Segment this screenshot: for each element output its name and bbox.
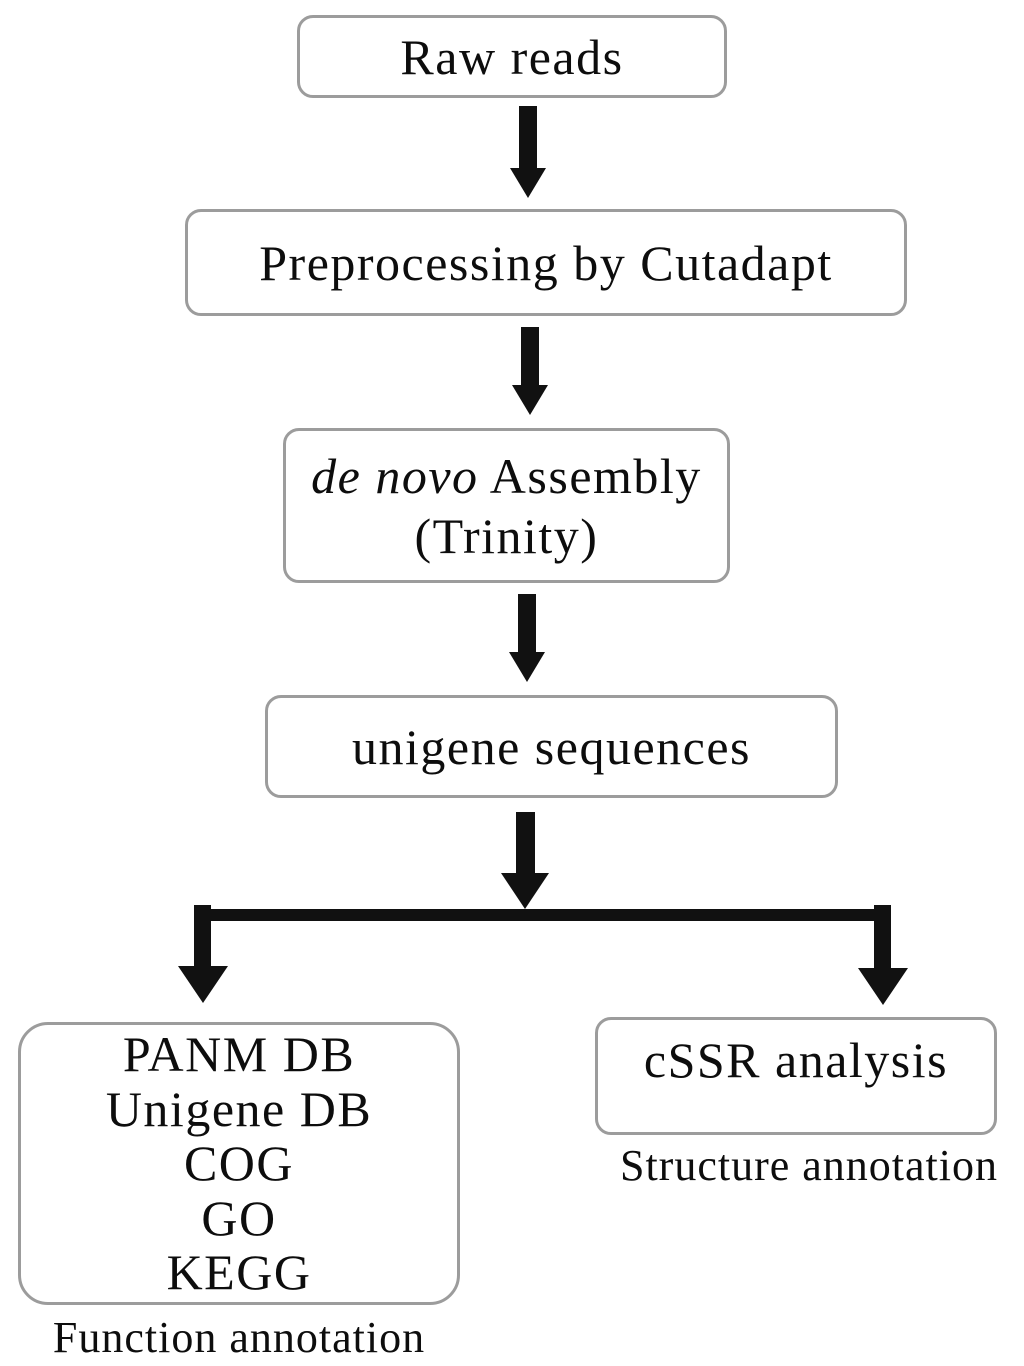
arrow-head-left-icon	[178, 966, 228, 1003]
arrow-head	[512, 385, 548, 415]
arrow-head	[509, 652, 545, 682]
arrow-head	[510, 168, 546, 198]
arrow-stem	[515, 812, 535, 873]
node-unigene-label: unigene sequences	[352, 718, 751, 775]
assembly-line2: (Trinity)	[414, 507, 599, 564]
assembly-line1: de novo Assembly	[311, 446, 702, 506]
db-line-go: GO	[201, 1189, 277, 1246]
arrow-stem	[519, 106, 537, 168]
db-line-kegg: KEGG	[166, 1244, 312, 1301]
branch-left-line	[194, 905, 211, 968]
node-cssr-analysis: cSSR analysis	[595, 1017, 997, 1135]
assembly-de-novo: de novo	[311, 447, 479, 504]
arrow-down-icon	[509, 594, 545, 682]
function-db-lines: PANM DB Unigene DB COG GO KEGG	[106, 1027, 372, 1300]
arrow-down-icon	[510, 106, 546, 198]
function-annotation-label: Function annotation	[52, 1313, 426, 1362]
node-unigene-sequences: unigene sequences	[265, 695, 838, 798]
node-assembly: de novo Assembly (Trinity)	[283, 428, 730, 583]
arrow-stem	[518, 594, 536, 652]
node-cssr-label: cSSR analysis	[643, 1032, 949, 1088]
node-function-databases: PANM DB Unigene DB COG GO KEGG	[18, 1022, 460, 1305]
db-line-panm: PANM DB	[122, 1026, 356, 1083]
arrow-stem	[521, 327, 539, 385]
arrow-down-icon	[501, 812, 549, 909]
db-line-unigene: Unigene DB	[105, 1080, 373, 1137]
branch-horizontal-line	[194, 909, 891, 921]
arrow-head-right-icon	[858, 968, 908, 1005]
db-line-cog: COG	[183, 1135, 295, 1192]
branch-right-line	[874, 905, 891, 970]
structure-annotation-label: Structure annotation	[619, 1141, 998, 1190]
arrow-down-icon	[512, 327, 548, 415]
node-preprocessing-label: Preprocessing by Cutadapt	[259, 234, 833, 291]
node-raw-reads-label: Raw reads	[400, 28, 624, 85]
node-assembly-label: de novo Assembly (Trinity)	[311, 446, 702, 566]
assembly-rest: Assembly	[478, 447, 702, 504]
node-preprocessing: Preprocessing by Cutadapt	[185, 209, 907, 316]
node-raw-reads: Raw reads	[297, 15, 727, 98]
arrow-head	[501, 873, 549, 909]
